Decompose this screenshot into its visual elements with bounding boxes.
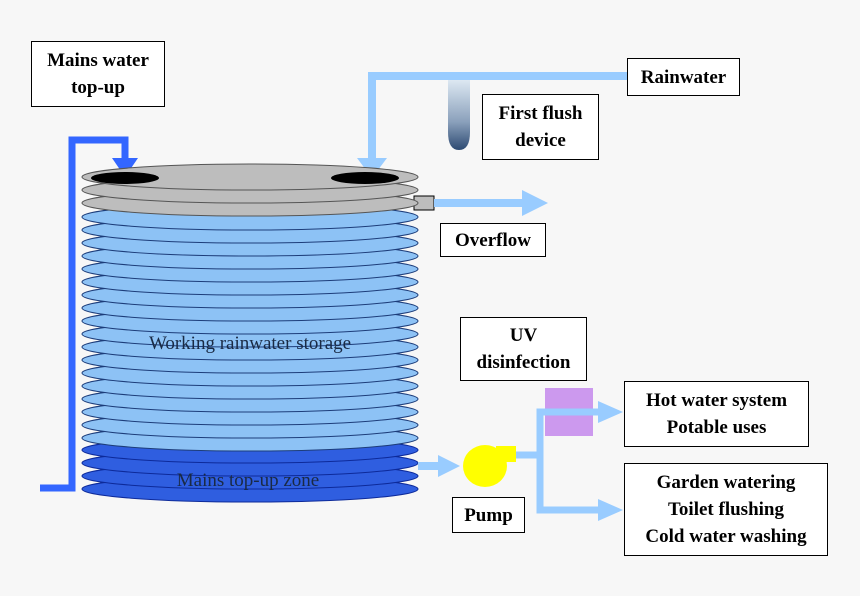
tank-ring: [81, 163, 419, 191]
overflow-label: Overflow: [440, 223, 546, 257]
uv-unit-icon: [545, 388, 593, 436]
first-flush-label: First flush device: [482, 94, 599, 160]
mains-water-pipe: [40, 136, 138, 492]
storage-tank: [81, 163, 419, 503]
pump-icon: [463, 445, 516, 487]
pump-label: Pump: [452, 497, 525, 533]
tank-inlet-opening: [331, 172, 399, 184]
uv-disinfection-label: UV disinfection: [460, 317, 587, 381]
first-flush-device-icon: [448, 80, 470, 150]
topup-zone-label: Mains top-up zone: [177, 470, 319, 491]
rainwater-label: Rainwater: [627, 58, 740, 96]
hot-water-label: Hot water system Potable uses: [624, 381, 809, 447]
tank-inlet-opening: [91, 172, 159, 184]
tank-to-pump-pipe: [418, 455, 460, 477]
cold-water-label: Garden watering Toilet flushing Cold wat…: [624, 463, 828, 556]
working-storage-label: Working rainwater storage: [149, 333, 351, 354]
overflow-pipe: [413, 190, 548, 216]
mains-water-topup-label: Mains water top-up: [31, 41, 165, 107]
